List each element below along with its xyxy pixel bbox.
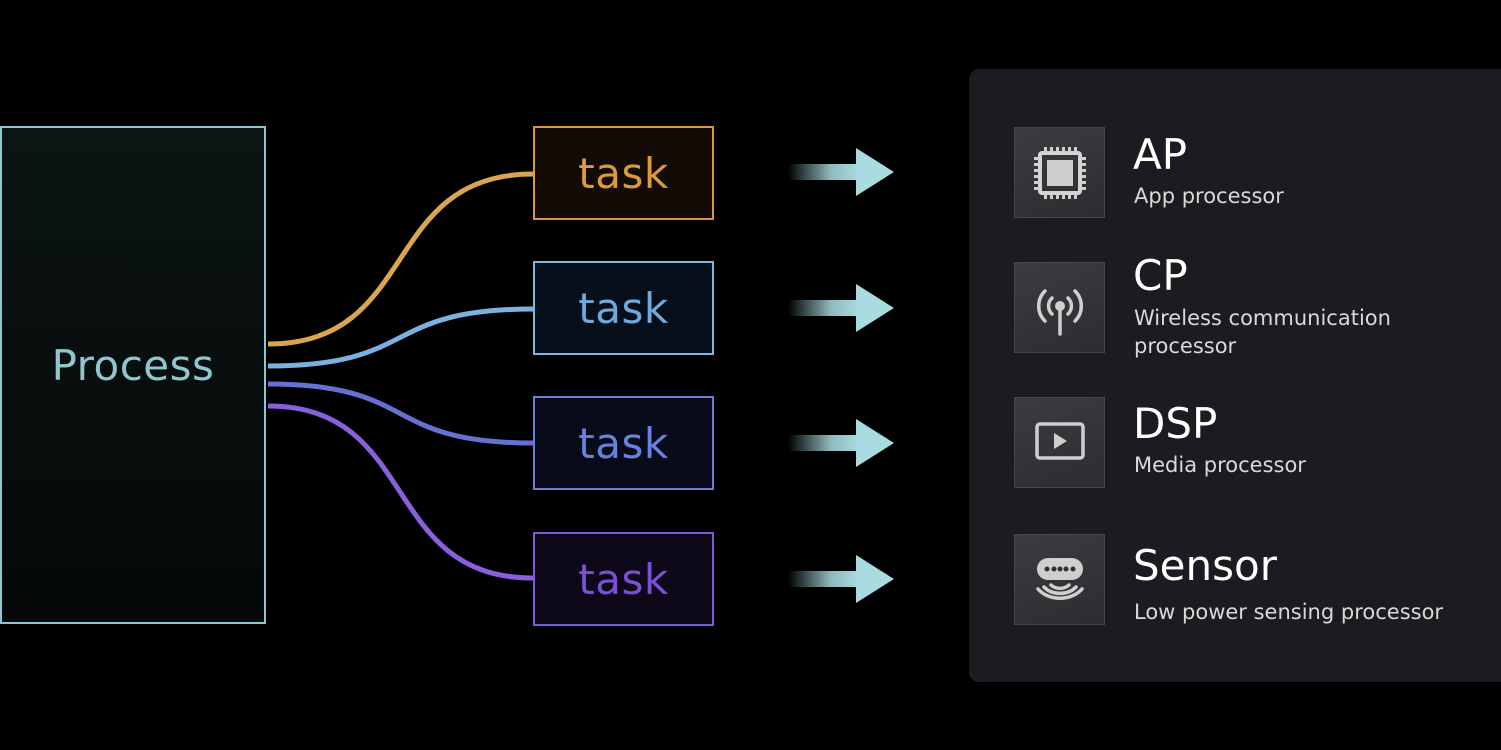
processor-title-cp: CP xyxy=(1133,251,1188,300)
processor-title-sensor: Sensor xyxy=(1133,541,1277,590)
processor-desc-ap: App processor xyxy=(1134,184,1284,208)
play-icon xyxy=(1014,397,1105,488)
antenna-icon xyxy=(1014,262,1105,353)
task-label-2: task xyxy=(578,283,669,333)
task-box-2: task xyxy=(533,261,714,355)
task-box-1: task xyxy=(533,126,714,220)
processor-title-dsp: DSP xyxy=(1133,399,1218,448)
right-arrow-icon xyxy=(788,555,894,603)
task-label-3: task xyxy=(578,418,669,468)
connector-line-2 xyxy=(267,306,534,369)
process-box xyxy=(0,126,266,624)
right-arrow-icon xyxy=(788,284,894,332)
processor-desc-cp: Wireless communication processor xyxy=(1134,306,1391,358)
right-arrow-icon xyxy=(788,148,894,196)
processor-desc-dsp: Media processor xyxy=(1134,453,1306,477)
processor-title-ap: AP xyxy=(1133,130,1188,179)
task-label-1: task xyxy=(578,148,669,198)
sensor-icon xyxy=(1014,534,1105,625)
task-box-3: task xyxy=(533,396,714,490)
processor-desc-sensor: Low power sensing processor xyxy=(1134,600,1444,624)
right-arrow-icon xyxy=(788,419,894,467)
process-label: Process xyxy=(51,341,215,390)
connector-line-4 xyxy=(267,403,534,581)
task-label-4: task xyxy=(578,554,669,604)
chip-icon xyxy=(1014,127,1105,218)
connector-line-1 xyxy=(267,171,534,347)
task-box-4: task xyxy=(533,532,714,626)
connector-line-3 xyxy=(267,381,534,446)
